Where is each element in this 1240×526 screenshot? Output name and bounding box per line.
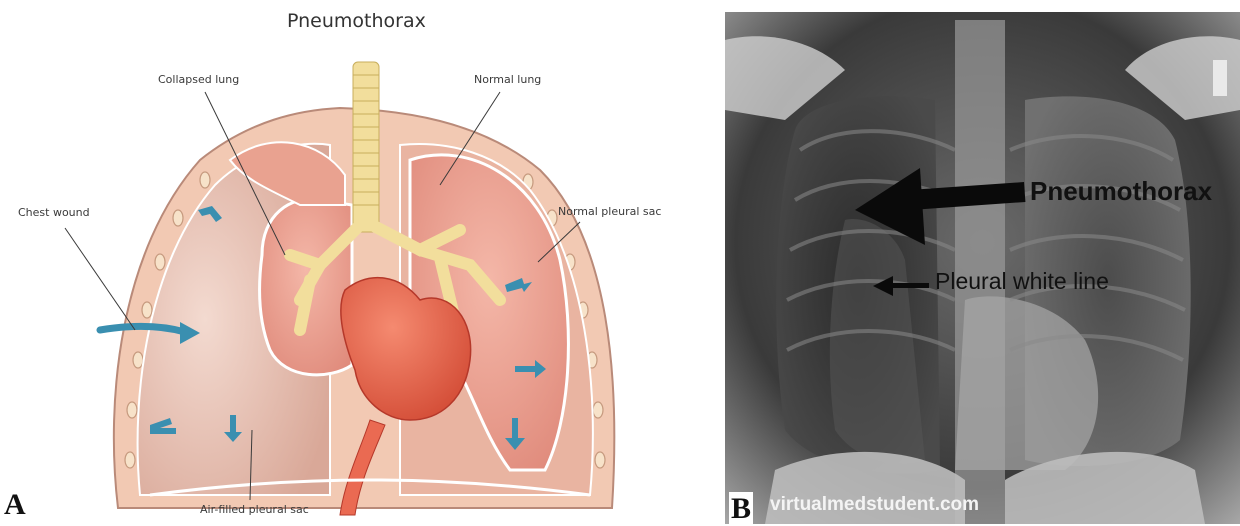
- panel-letter-a: A: [4, 488, 26, 522]
- pneumothorax-illustration: [0, 0, 700, 524]
- label-normal-pleural-sac: Normal pleural sac: [558, 205, 661, 218]
- diagram-title: Pneumothorax: [287, 10, 426, 32]
- label-collapsed-lung: Collapsed lung: [158, 73, 239, 86]
- label-pneumothorax: Pneumothorax: [1030, 176, 1212, 207]
- label-normal-lung: Normal lung: [474, 73, 541, 86]
- trachea: [353, 62, 379, 232]
- label-chest-wound: Chest wound: [18, 206, 90, 219]
- film-marker: [1213, 60, 1227, 96]
- xray-panel: Pneumothorax Pleural white line virtualm…: [725, 0, 1240, 524]
- label-pleural-white-line: Pleural white line: [935, 268, 1109, 295]
- label-air-filled-pleural-sac: Air-filled pleural sac: [200, 503, 309, 516]
- illustration-panel: Pneumothorax Collapsed lung Normal lung …: [0, 0, 700, 524]
- leader-chest-wound: [65, 228, 135, 330]
- panel-letter-b: B: [729, 492, 753, 526]
- watermark-site: virtualmedstudent.com: [770, 494, 979, 516]
- chest-xray-image: [725, 0, 1240, 524]
